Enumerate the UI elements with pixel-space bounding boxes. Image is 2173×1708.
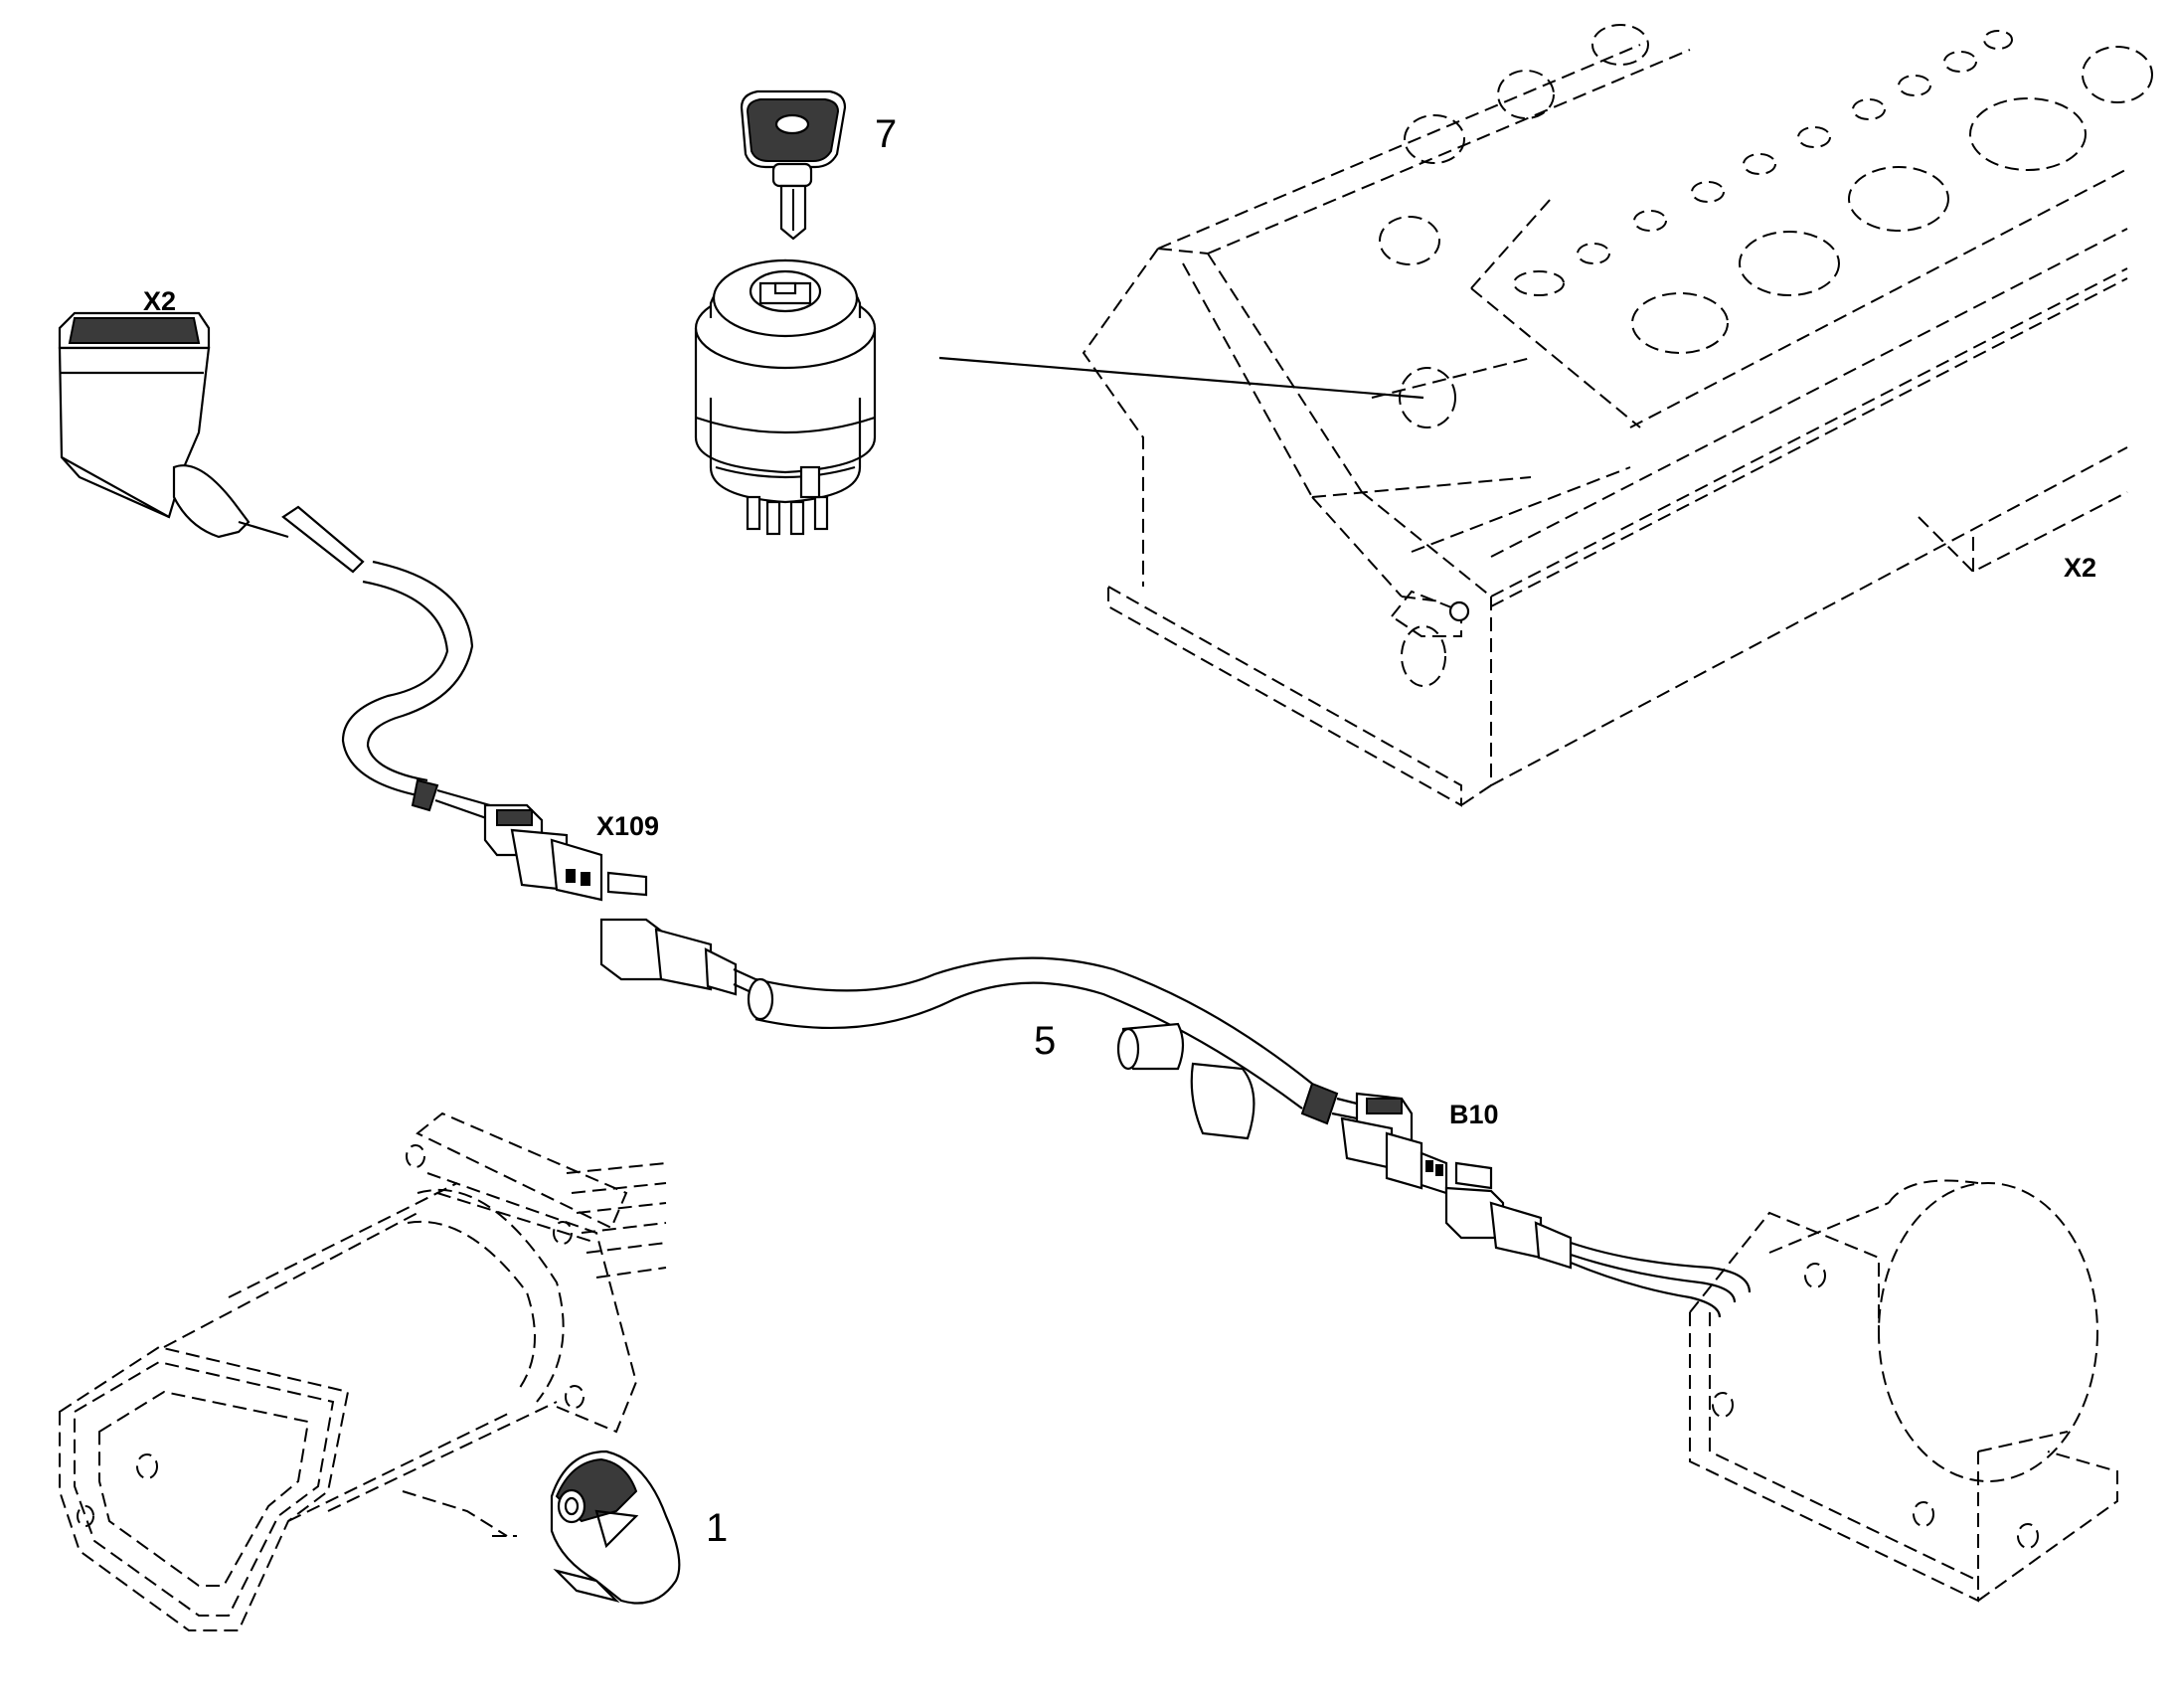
- x109-connector: [483, 803, 756, 996]
- label-item-5: 5: [1034, 1019, 1056, 1063]
- cable-x2-x109: [341, 560, 498, 822]
- ignition-switch: [694, 258, 877, 536]
- harness-5: [747, 956, 1358, 1140]
- label-item-1: 1: [706, 1506, 728, 1550]
- clip-item-1: [550, 1450, 681, 1605]
- label-x2-panel: X2: [2064, 553, 2096, 583]
- label-item-7: 7: [875, 112, 897, 156]
- starter-motor: [59, 1111, 667, 1631]
- label-b10: B10: [1449, 1100, 1499, 1129]
- ignition-key: [740, 89, 847, 241]
- label-x109: X109: [596, 811, 659, 841]
- sensor-housing: [1689, 1179, 2118, 1603]
- ignition-leader-line: [938, 356, 1424, 400]
- b10-connector: [1340, 1092, 1752, 1318]
- instrument-panel: [1082, 24, 2153, 807]
- label-x2-connector: X2: [143, 286, 176, 316]
- x2-connector: [58, 311, 365, 574]
